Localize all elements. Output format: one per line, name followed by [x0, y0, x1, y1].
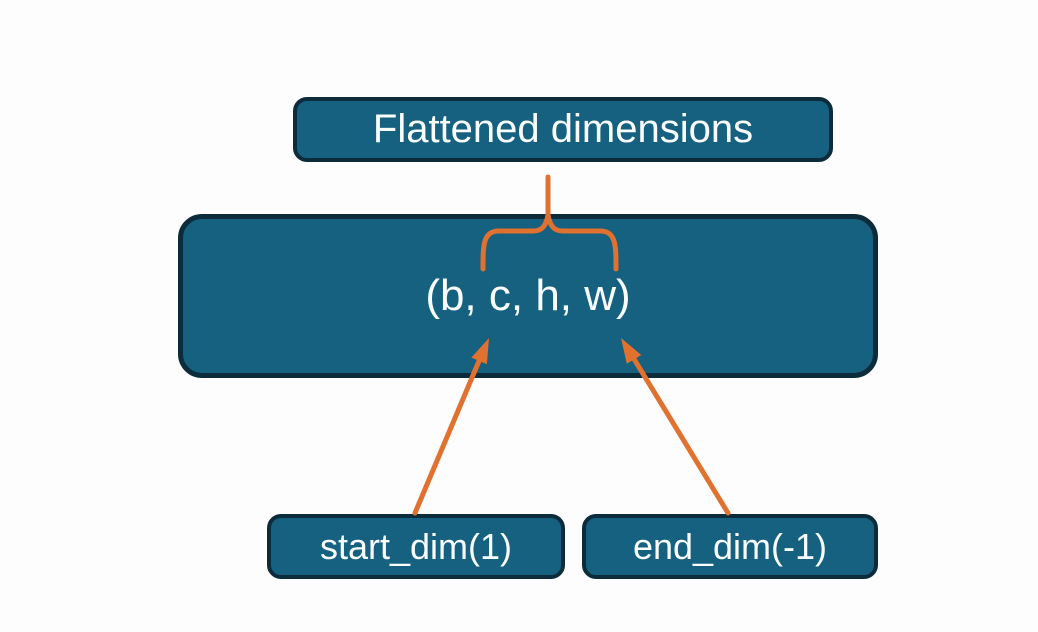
end-dim-label: end_dim(-1): [632, 525, 828, 567]
tensor-shape-label: (b, c, h, w): [425, 271, 631, 320]
start-dim-box: start_dim(1): [267, 514, 565, 579]
end-dim-box: end_dim(-1): [582, 514, 878, 579]
start-dim-arrow-line: [412, 358, 482, 516]
end-dim-arrow-line: [631, 356, 731, 516]
flattened-dimensions-box: Flattened dimensions: [293, 97, 833, 162]
tensor-shape-box: (b, c, h, w): [178, 214, 878, 378]
flattened-dimensions-label: Flattened dimensions: [372, 107, 754, 151]
start-dim-label: start_dim(1): [319, 525, 513, 567]
